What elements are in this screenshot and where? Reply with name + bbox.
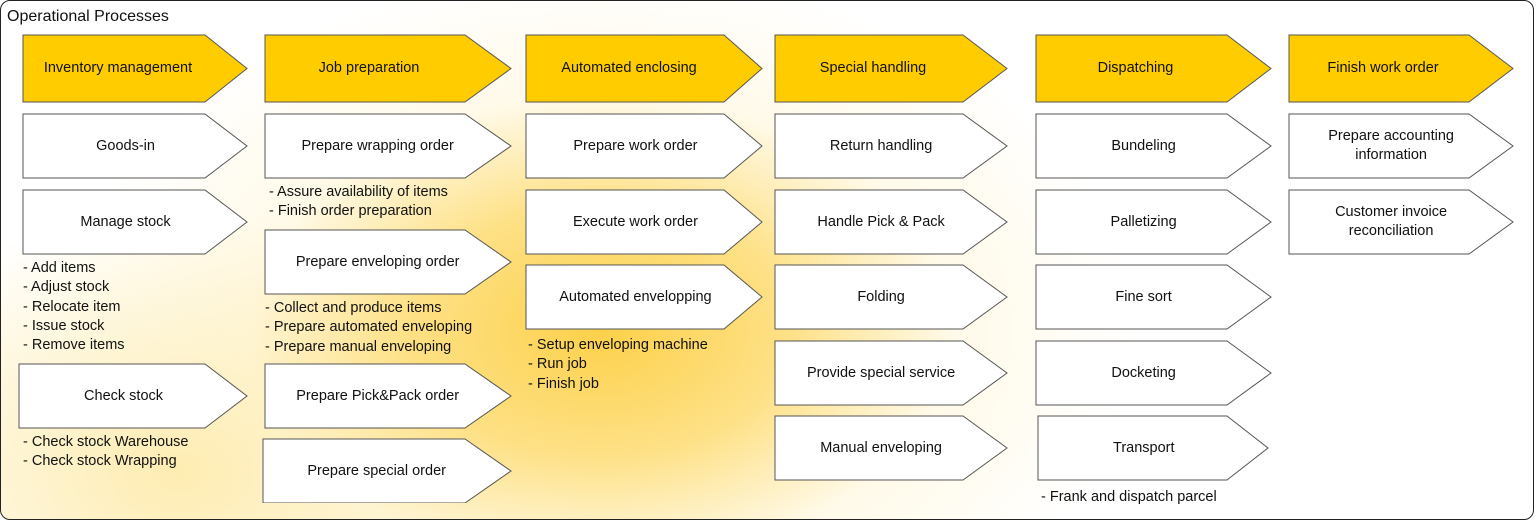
process-step-4-3[interactable] [1035,340,1272,406]
process-step-1-0[interactable] [264,113,512,179]
process-step-5-0[interactable] [1288,113,1514,179]
note-line: - Prepare manual enveloping [265,338,452,355]
step-notes: - Add items - Adjust stock - Relocate item… [23,259,125,355]
note-line: - Check stock Warehouse [23,434,189,450]
note-line: - Setup enveloping machine [528,337,708,353]
process-step-5-1[interactable] [1288,189,1514,255]
process-step-4-1[interactable] [1035,189,1272,255]
stage-header-0[interactable] [22,34,248,103]
note-line: - Add items [23,260,96,276]
process-step-3-4[interactable] [774,415,1008,481]
process-step-3-1[interactable] [774,189,1008,255]
process-step-0-2[interactable] [18,363,248,429]
stage-header-5[interactable] [1288,34,1514,103]
process-step-4-4[interactable] [1037,415,1269,481]
note-line: - Issue stock [23,317,105,334]
process-step-3-3[interactable] [774,340,1008,406]
process-step-1-2[interactable] [264,363,512,429]
note-line: - Finish job [528,375,599,392]
process-step-3-2[interactable] [774,264,1008,330]
process-diagram [18,34,1514,503]
note-line: - Check stock Wrapping [23,453,177,470]
process-step-1-1[interactable] [264,229,512,295]
note-line: - Adjust stock [23,279,110,296]
process-step-2-0[interactable] [525,113,763,179]
step-notes: - Check stock Warehouse - Check stock Wra… [23,433,188,472]
process-step-1-3[interactable] [262,438,512,503]
step-notes: - Setup enveloping machine - Run job - Fin… [528,336,708,394]
note-line: - Collect and produce items [265,300,442,316]
note-line: - Assure availability of items [269,184,448,200]
note-line: - Run job [528,356,587,373]
process-step-0-0[interactable] [22,113,248,179]
process-step-4-2[interactable] [1035,264,1272,330]
stage-header-1[interactable] [264,34,512,103]
step-notes: - Assure availability of items - Finish o… [269,183,448,222]
note-line: - Prepare automated enveloping [265,319,473,336]
stage-header-4[interactable] [1035,34,1272,103]
stage-header-2[interactable] [525,34,763,103]
process-step-4-0[interactable] [1035,113,1272,179]
note-line: - Finish order preparation [269,203,432,220]
process-step-2-1[interactable] [525,189,763,255]
diagram-title: Operational Processes [7,8,169,25]
process-step-3-0[interactable] [774,113,1008,179]
note-line: - Remove items [23,337,125,354]
stage-header-3[interactable] [774,34,1008,103]
step-notes: - Frank and dispatch parcel [1041,488,1217,507]
note-line: - Relocate item [23,298,121,315]
step-notes: - Collect and produce items - Prepare aut… [265,299,472,357]
note-line: - Frank and dispatch parcel [1041,489,1217,505]
process-step-0-1[interactable] [22,189,248,255]
process-step-2-2[interactable] [525,264,763,330]
